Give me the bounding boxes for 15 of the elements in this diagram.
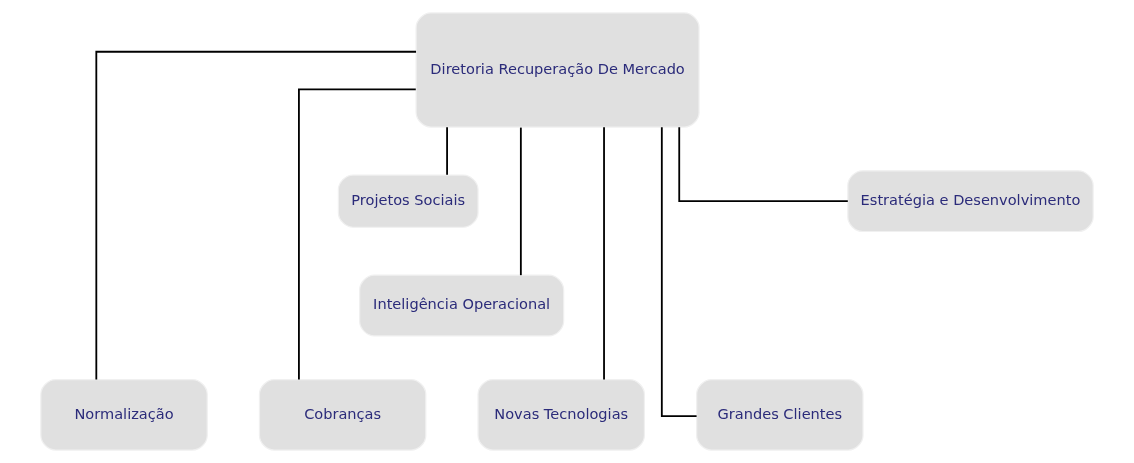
- connector: [603, 126, 605, 381]
- node-box: Novas Tecnologias: [477, 379, 646, 451]
- connector: [446, 126, 448, 176]
- node-box: Projetos Sociais: [337, 174, 479, 228]
- node-box: Grandes Clientes: [696, 379, 864, 451]
- node-box: Normalização: [40, 379, 208, 451]
- connector: [660, 126, 698, 417]
- node-box: Diretoria Recuperação De Mercado: [415, 12, 700, 128]
- connector: [678, 126, 849, 203]
- node-box: Inteligência Operacional: [359, 274, 565, 337]
- node-box: Cobranças: [258, 379, 427, 451]
- connector: [298, 88, 417, 381]
- node-box: Estratégia e Desenvolvimento: [847, 170, 1094, 233]
- connector: [95, 50, 417, 381]
- connector: [519, 126, 522, 277]
